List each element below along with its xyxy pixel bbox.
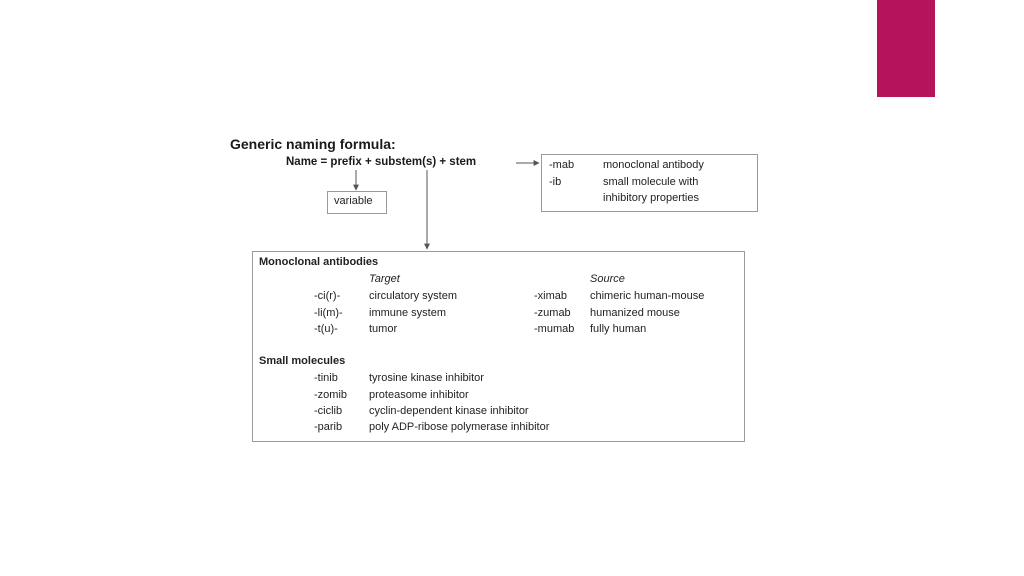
source-header: Source [590, 273, 625, 285]
variable-box: variable [327, 191, 387, 214]
substem-box: Monoclonal antibodies Target Source -ci(… [252, 251, 745, 442]
target-substem: -ci(r)- [314, 290, 341, 302]
source-meaning: humanized mouse [590, 307, 680, 319]
sm-meaning: poly ADP-ribose polymerase inhibitor [369, 421, 550, 433]
stem-meaning: inhibitory properties [603, 192, 699, 204]
sm-substem: -ciclib [314, 405, 343, 417]
target-meaning: circulatory system [369, 290, 458, 302]
source-substem: -ximab [534, 290, 568, 302]
stem-suffix: -ib [549, 176, 562, 188]
source-substem: -mumab [534, 323, 575, 335]
page-heading: Generic naming formula: [230, 136, 396, 152]
naming-formula: Name = prefix + substem(s) + stem [286, 156, 477, 168]
target-meaning: immune system [369, 307, 447, 319]
variable-label: variable [334, 195, 373, 207]
target-substem: -t(u)- [314, 323, 338, 335]
accent-bar [877, 0, 935, 97]
stem-suffix: -mab [549, 159, 575, 171]
stem-meaning: monoclonal antibody [603, 159, 704, 171]
sm-substem: -parib [314, 421, 343, 433]
stem-meaning: small molecule with [603, 176, 699, 188]
source-substem: -zumab [534, 307, 571, 319]
monoclonal-title: Monoclonal antibodies [259, 256, 379, 268]
sm-meaning: cyclin-dependent kinase inhibitor [369, 405, 529, 417]
target-meaning: tumor [369, 323, 398, 335]
source-meaning: chimeric human-mouse [590, 290, 705, 302]
target-header: Target [369, 273, 400, 285]
sm-meaning: tyrosine kinase inhibitor [369, 372, 484, 384]
sm-substem: -tinib [314, 372, 338, 384]
source-meaning: fully human [590, 323, 647, 335]
small-molecules-title: Small molecules [259, 355, 346, 367]
target-substem: -li(m)- [314, 307, 343, 319]
sm-substem: -zomib [314, 389, 348, 401]
sm-meaning: proteasome inhibitor [369, 389, 469, 401]
stem-box: -mab monoclonal antibody -ib small molec… [541, 154, 758, 212]
